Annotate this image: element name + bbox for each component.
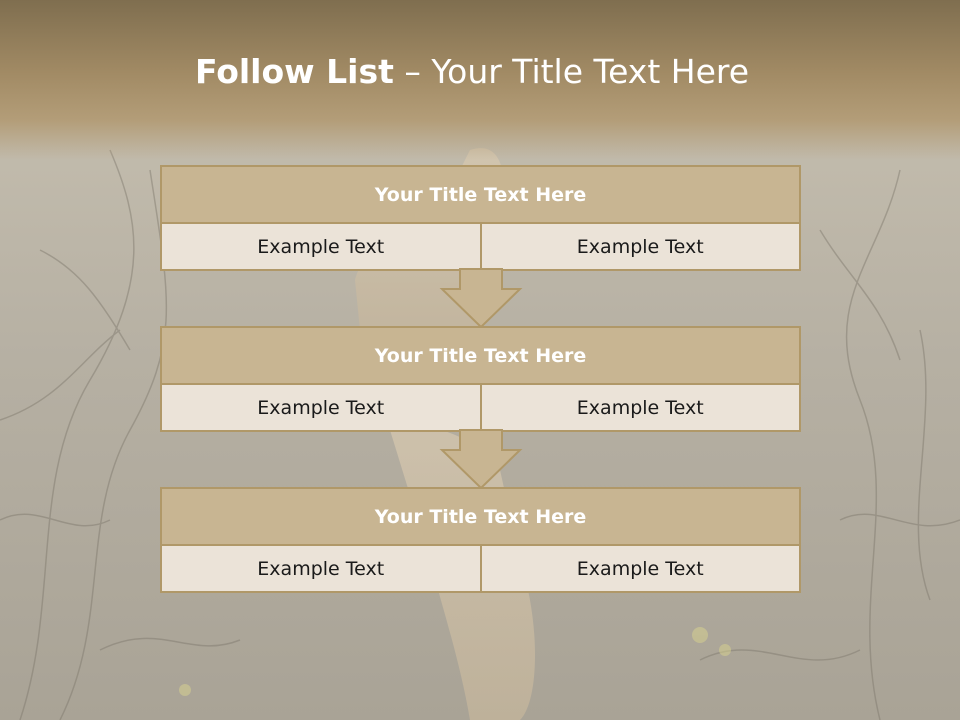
step-cell-left: Example Text [257, 396, 385, 419]
step-title: Your Title Text Here [162, 167, 799, 224]
down-arrow-icon [439, 429, 523, 490]
step-title: Your Title Text Here [162, 328, 799, 385]
slide-title-rest: – Your Title Text Here [393, 52, 750, 91]
down-arrow-icon [439, 268, 523, 329]
step-box-1: Your Title Text Here Example Text Exampl… [160, 165, 801, 271]
step-cell-left: Example Text [257, 557, 385, 580]
step-box-3: Your Title Text Here Example Text Exampl… [160, 487, 801, 593]
header-band [0, 0, 960, 160]
slide-title-bold: Follow List [194, 52, 394, 91]
step-cell-right: Example Text [479, 546, 800, 591]
step-cell-left: Example Text [257, 235, 385, 258]
step-cell-right: Example Text [479, 224, 800, 269]
step-cell-right: Example Text [479, 385, 800, 430]
step-row: Example Text Example Text [162, 546, 799, 591]
slide-title: Follow List – Your Title Text Here [0, 52, 944, 91]
step-title: Your Title Text Here [162, 489, 799, 546]
step-row: Example Text Example Text [162, 224, 799, 269]
step-row: Example Text Example Text [162, 385, 799, 430]
step-box-2: Your Title Text Here Example Text Exampl… [160, 326, 801, 432]
